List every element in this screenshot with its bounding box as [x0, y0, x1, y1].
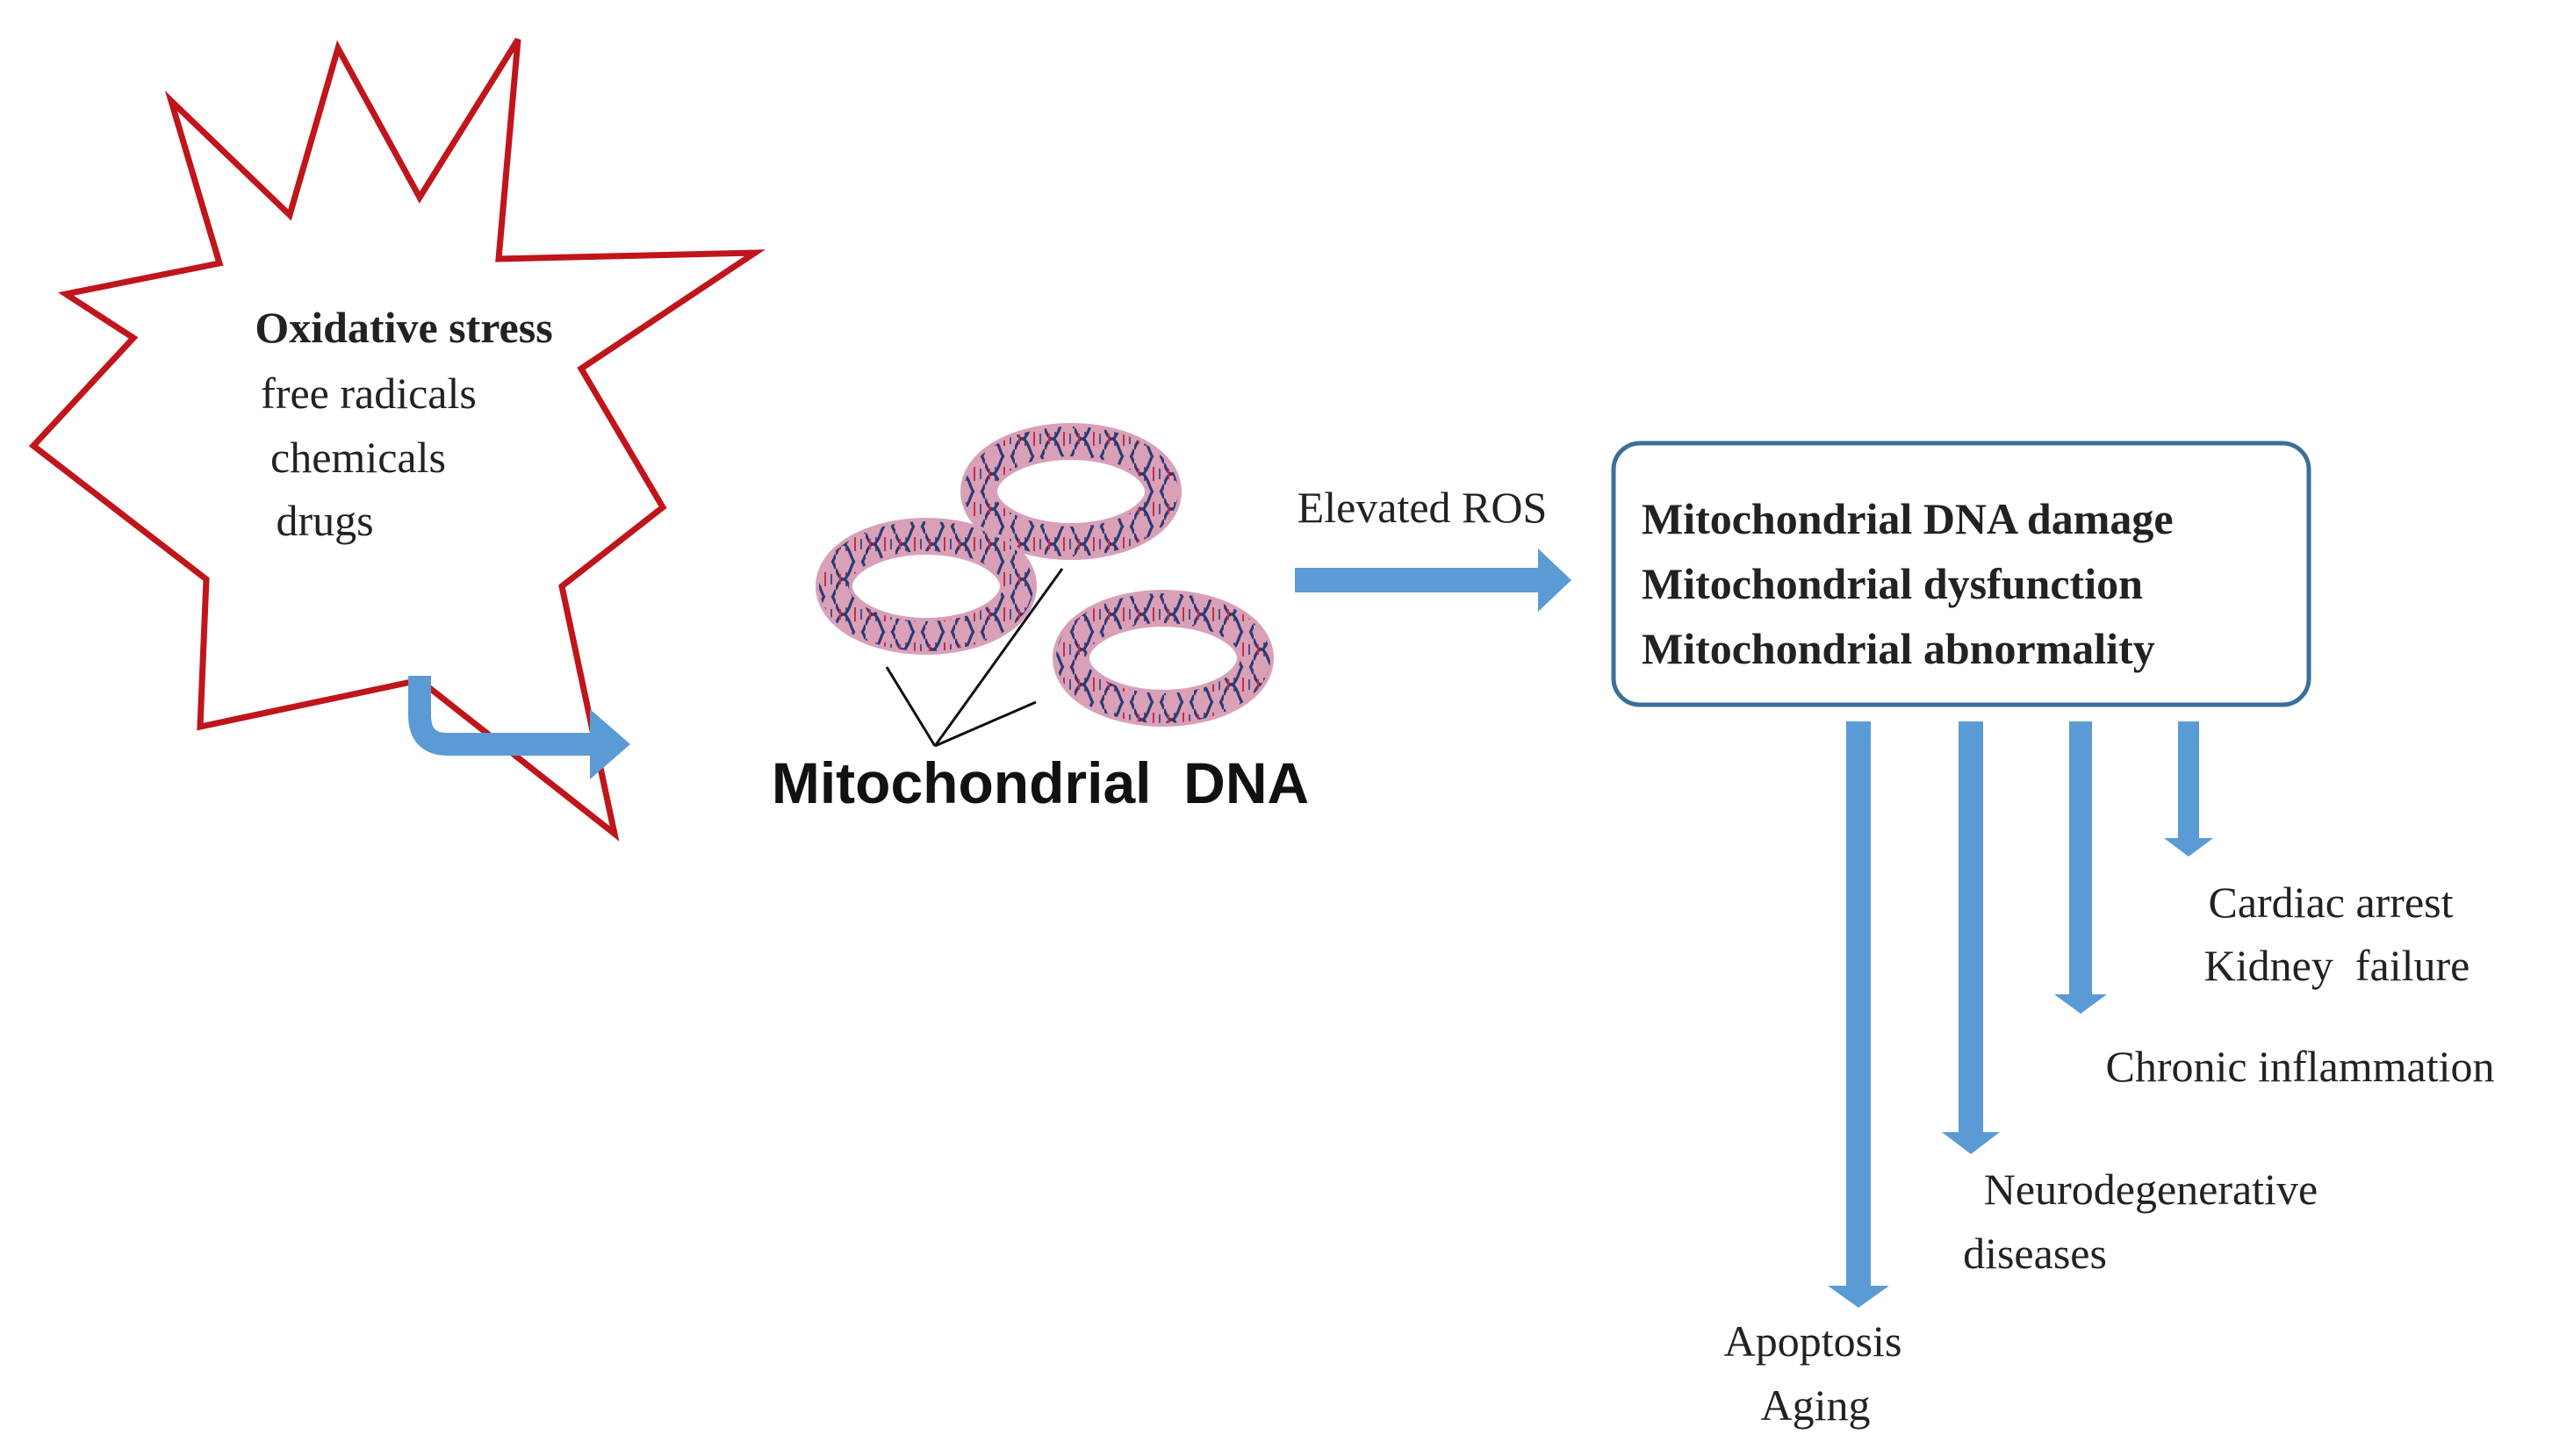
- outcome-neurodegenerative: Neurodegenerative: [1984, 1165, 2318, 1214]
- elevated-ros-label: Elevated ROS: [1298, 483, 1548, 532]
- effect-dna-damage: Mitochondrial DNA damage: [1642, 494, 2174, 543]
- oxidative-stress-node: Oxidative stress free radicals chemicals…: [28, 38, 766, 842]
- stress-item-drugs: drugs: [276, 496, 373, 545]
- outcome-diseases: diseases: [1963, 1229, 2107, 1278]
- outcome-apoptosis: Apoptosis: [1724, 1316, 1902, 1366]
- effect-abnormality: Mitochondrial abnormality: [1642, 624, 2155, 673]
- mtdna-rings-illustration: [816, 423, 1274, 748]
- stress-item-free-radicals: free radicals: [261, 369, 477, 418]
- arrow-to-apoptosis: [1828, 721, 1889, 1308]
- outcome-chronic-inflammation: Chronic inflammation: [2106, 1042, 2495, 1091]
- arrow-to-inflammation: [2054, 721, 2107, 1014]
- label-pointer-lines: [885, 568, 1064, 748]
- outcome-kidney-failure: Kidney failure: [2204, 941, 2470, 990]
- dna-ring-icon: [960, 423, 1182, 560]
- stress-item-chemicals: chemicals: [270, 433, 446, 482]
- starburst-outline: [28, 38, 766, 842]
- dna-ring-icon: [1053, 590, 1274, 727]
- mito-effects-box: Mitochondrial DNA damage Mitochondrial d…: [1611, 441, 2311, 707]
- outcome-aging: Aging: [1761, 1381, 1871, 1430]
- arrow-to-neurodegenerative: [1942, 721, 2000, 1154]
- arrow-to-cardiac: [2164, 721, 2213, 857]
- outcome-cardiac-arrest: Cardiac arrest: [2208, 878, 2453, 927]
- ros-arrow: [1295, 549, 1571, 612]
- stress-title: Oxidative stress: [255, 303, 552, 352]
- effects-box-border: [1611, 441, 2311, 707]
- dna-ring-icon: [816, 518, 1037, 655]
- mtdna-label: Mitochondrial DNA: [772, 750, 1309, 815]
- effect-dysfunction: Mitochondrial dysfunction: [1642, 559, 2143, 608]
- stress-to-mtdna-arrow: [408, 676, 630, 779]
